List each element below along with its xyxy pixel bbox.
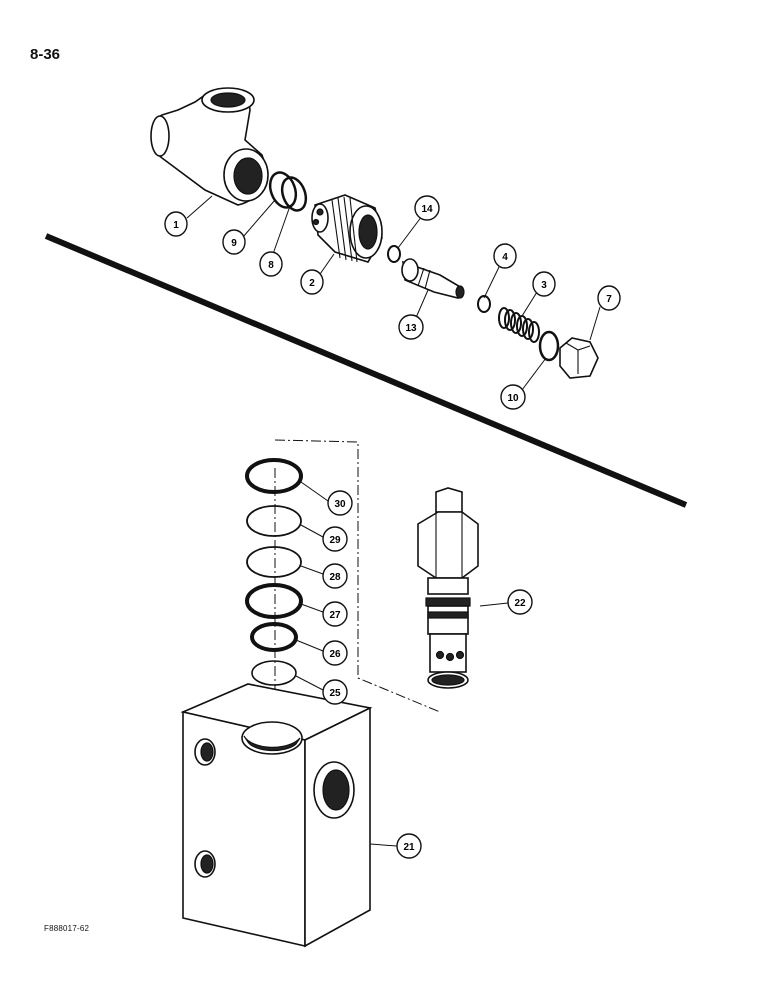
svg-text:13: 13 <box>405 323 417 334</box>
callout-14: 14 <box>414 195 440 221</box>
svg-text:22: 22 <box>514 598 526 609</box>
part-13-poppet <box>401 258 465 299</box>
part-27-ring <box>245 583 303 619</box>
callout-10: 10 <box>500 384 526 410</box>
callout-2: 2 <box>300 269 324 295</box>
part-22-relief-cartridge <box>417 487 479 689</box>
callout-9: 9 <box>222 229 246 255</box>
svg-text:25: 25 <box>329 688 341 699</box>
callout-27: 27 <box>322 601 348 627</box>
callout-8: 8 <box>259 251 283 277</box>
svg-text:10: 10 <box>507 393 519 404</box>
callout-28: 28 <box>322 563 348 589</box>
part-2-valve-body <box>311 194 383 263</box>
svg-text:21: 21 <box>403 842 415 853</box>
callout-7: 7 <box>597 285 621 311</box>
callout-29: 29 <box>322 526 348 552</box>
centerline <box>274 439 441 713</box>
callout-22: 22 <box>507 589 533 615</box>
svg-text:29: 29 <box>329 535 341 546</box>
part-30-ring <box>245 458 303 494</box>
callout-13: 13 <box>398 314 424 340</box>
svg-text:14: 14 <box>421 204 433 215</box>
callout-21: 21 <box>396 833 422 859</box>
part-10-oring <box>538 330 560 362</box>
svg-text:28: 28 <box>329 572 341 583</box>
figure-code: F888017-62 <box>44 924 90 933</box>
svg-text:8: 8 <box>268 260 274 271</box>
page-number: 8-36 <box>30 46 61 63</box>
part-1-tee-fitting <box>150 87 269 206</box>
svg-text:3: 3 <box>541 280 547 291</box>
svg-text:2: 2 <box>309 278 315 289</box>
callout-1: 1 <box>164 211 188 237</box>
svg-text:4: 4 <box>502 252 508 263</box>
part-29-disc <box>246 505 302 537</box>
callout-4: 4 <box>493 243 517 269</box>
callout-3: 3 <box>532 271 556 297</box>
part-14-ring <box>387 245 401 263</box>
svg-text:27: 27 <box>329 610 341 621</box>
callout-25: 25 <box>322 679 348 705</box>
svg-text:1: 1 <box>173 220 179 231</box>
part-25-disc <box>251 660 297 686</box>
part-28-disc <box>246 546 302 578</box>
part-8-backup-ring <box>280 176 308 212</box>
leader-lines <box>186 195 601 847</box>
svg-text:30: 30 <box>334 499 346 510</box>
part-26-ring <box>250 622 298 652</box>
part-7-plug <box>559 337 599 379</box>
svg-text:7: 7 <box>606 294 612 305</box>
callout-26: 26 <box>322 640 348 666</box>
svg-text:26: 26 <box>329 649 341 660</box>
callout-30: 30 <box>327 490 353 516</box>
svg-text:9: 9 <box>231 238 237 249</box>
part-21-manifold-block <box>180 683 373 948</box>
separator-line <box>44 233 688 508</box>
part-3-spring <box>498 307 540 343</box>
part-4-washer <box>477 295 491 313</box>
